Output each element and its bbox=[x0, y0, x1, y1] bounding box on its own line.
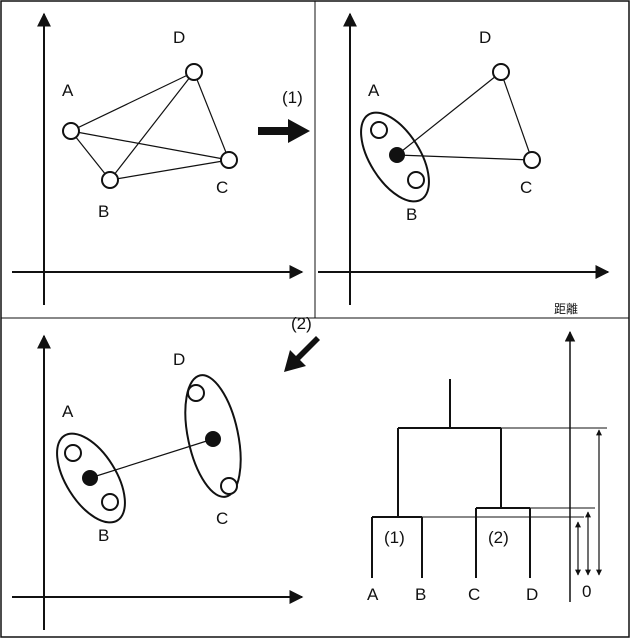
label-c: C bbox=[216, 178, 228, 197]
step-2-arrow: (2) bbox=[284, 314, 320, 372]
point-b bbox=[101, 171, 119, 189]
point-c bbox=[220, 477, 238, 495]
cluster-cd-ellipse bbox=[184, 374, 242, 498]
cluster-ab-ellipse bbox=[56, 432, 126, 524]
step-1-arrow: (1) bbox=[258, 88, 310, 143]
centroid-ab bbox=[389, 147, 405, 163]
label-b: B bbox=[98, 202, 109, 221]
point-b bbox=[101, 493, 119, 511]
zero-label: 0 bbox=[582, 582, 591, 601]
distance-edges bbox=[70, 71, 230, 181]
label-a: A bbox=[62, 81, 74, 100]
dendrogram-tree bbox=[371, 379, 531, 578]
label-a: A bbox=[368, 81, 380, 100]
label-d: D bbox=[173, 28, 185, 47]
leaf-label-d: D bbox=[526, 585, 538, 604]
point-d bbox=[185, 63, 203, 81]
label-d: D bbox=[173, 350, 185, 369]
cluster-ab-ellipse bbox=[360, 111, 430, 203]
point-a bbox=[62, 122, 80, 140]
y-axis-label: 距離 bbox=[554, 302, 578, 316]
centroid-cd bbox=[205, 431, 221, 447]
centroid-ab bbox=[82, 470, 98, 486]
leaf-label-c: C bbox=[468, 585, 480, 604]
point-d bbox=[187, 384, 205, 402]
point-d bbox=[492, 63, 510, 81]
cluster-2-label: (2) bbox=[488, 528, 509, 547]
leaf-label-b: B bbox=[415, 585, 426, 604]
label-c: C bbox=[216, 509, 228, 528]
step-1-label: (1) bbox=[282, 88, 303, 107]
distance-arrows bbox=[575, 429, 602, 576]
height-guides bbox=[422, 427, 607, 518]
down-left-arrow-icon bbox=[284, 336, 320, 372]
label-a: A bbox=[62, 402, 74, 421]
cluster-distance-edge bbox=[89, 438, 214, 479]
dendrogram: 距離 0 bbox=[367, 302, 607, 604]
panel-initial: A B C D bbox=[12, 12, 304, 305]
label-d: D bbox=[479, 28, 491, 47]
label-c: C bbox=[520, 178, 532, 197]
label-b: B bbox=[98, 526, 109, 545]
leaf-label-a: A bbox=[367, 585, 379, 604]
right-arrow-icon bbox=[258, 119, 310, 143]
step-2-label: (2) bbox=[291, 314, 312, 333]
point-b bbox=[407, 171, 425, 189]
panel-step-1: A B C D bbox=[318, 12, 610, 305]
label-b: B bbox=[406, 205, 417, 224]
cluster-1-label: (1) bbox=[384, 528, 405, 547]
point-c bbox=[523, 151, 541, 169]
point-a bbox=[64, 444, 82, 462]
panel-step-2: A B C D bbox=[12, 334, 304, 630]
point-a bbox=[370, 121, 388, 139]
point-c bbox=[220, 151, 238, 169]
